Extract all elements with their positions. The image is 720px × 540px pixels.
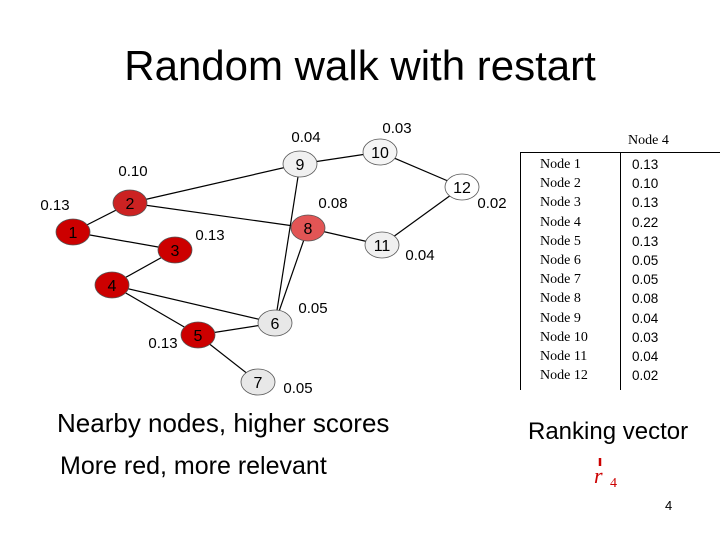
node-4-shape <box>94 271 130 299</box>
edge-2-9 <box>129 163 301 204</box>
table-row-name: Node 7 <box>540 272 581 288</box>
graph-scores: 0.13 0.10 0.13 0.13 0.05 0.05 0.08 0.04 0.03 0.04… <box>40 120 506 397</box>
node-10-label: 10 <box>371 145 389 162</box>
table-row-value: 0.22 <box>632 214 659 230</box>
node-5-label: 5 <box>194 328 203 345</box>
node-11-shape <box>364 231 400 259</box>
table-row-name: Node 9 <box>540 310 581 326</box>
table-row-name: Node 5 <box>540 233 581 249</box>
table-row-value: 0.03 <box>632 329 659 345</box>
table-row-name: Node 1 <box>540 157 581 172</box>
node-3-shape <box>157 236 193 264</box>
table-row-value: 0.02 <box>632 368 659 384</box>
node-8: 8 <box>290 214 326 242</box>
table-row-name: Node 4 <box>540 214 581 230</box>
node-8-shape <box>290 214 326 242</box>
table-row-value: 0.05 <box>632 253 659 269</box>
table-row-value: 0.13 <box>632 157 659 172</box>
node-1: 1 <box>55 218 91 246</box>
node-12-label: 12 <box>453 180 471 197</box>
node-11: 11 <box>364 231 400 259</box>
graph-edges <box>72 151 463 383</box>
page-number: 4 <box>665 498 673 513</box>
edge-8-6 <box>274 227 309 324</box>
table-row-name: Node 3 <box>540 195 581 211</box>
node-3: 3 <box>157 236 193 264</box>
table-row-name: Node 11 <box>540 349 588 365</box>
node-10-score: 0.03 <box>382 120 411 137</box>
table-divider-left <box>520 152 521 390</box>
node-name-column: Node 1 Node 2 Node 3 Node 4 Node 5 Node 6 Node… <box>540 155 588 385</box>
ranking-vector-subscript: 4 <box>610 476 617 491</box>
table-row-name: Node 6 <box>540 253 581 269</box>
node-10: 10 <box>362 138 398 166</box>
node-12: 12 <box>444 173 480 201</box>
table-row-name: Node 8 <box>540 291 581 307</box>
node-9-score: 0.04 <box>291 129 320 146</box>
node-5: 5 <box>180 321 216 349</box>
node-5-score: 0.13 <box>148 335 177 352</box>
table-row-name: Node 12 <box>540 368 588 384</box>
node-8-score: 0.08 <box>318 195 347 212</box>
table-divider-middle <box>620 152 621 390</box>
node-10-shape <box>362 138 398 166</box>
table-row-value: 0.04 <box>632 349 659 365</box>
caption-nearby: Nearby nodes, higher scores <box>57 408 390 438</box>
node-4: 4 <box>94 271 130 299</box>
ranking-vector-letter: r <box>594 463 603 488</box>
table-header: Node 4 <box>628 133 669 148</box>
node-4-label: 4 <box>108 278 117 295</box>
caption-more-red: More red, more relevant <box>60 452 327 480</box>
node-2-score: 0.10 <box>118 163 147 180</box>
table-row-value: 0.13 <box>632 233 659 249</box>
node-3-score: 0.13 <box>195 227 224 244</box>
edge-12-11 <box>381 186 463 246</box>
table-row-name: Node 2 <box>540 176 581 192</box>
edge-9-6 <box>274 163 301 324</box>
node-7-shape <box>240 368 276 396</box>
node-1-shape <box>55 218 91 246</box>
table-row-value: 0.08 <box>632 291 659 307</box>
node-7-score: 0.05 <box>283 380 312 397</box>
node-2-label: 2 <box>126 196 135 213</box>
edge-4-5 <box>111 284 199 336</box>
node-1-score: 0.13 <box>40 197 69 214</box>
node-2-shape <box>112 189 148 217</box>
edge-2-8 <box>129 202 309 229</box>
node-12-score: 0.02 <box>477 195 506 212</box>
node-11-label: 11 <box>374 238 391 255</box>
node-9: 9 <box>282 150 318 178</box>
node-value-column: 0.13 0.10 0.13 0.22 0.13 0.05 0.05 0.08 0.04 0.03… <box>632 155 658 385</box>
caption-ranking-vector: Ranking vector <box>528 418 689 445</box>
table-row-value: 0.13 <box>632 195 659 211</box>
table-row-value: 0.10 <box>632 176 659 192</box>
slide-title: Random walk with restart <box>124 42 596 89</box>
node-6-shape <box>257 309 293 337</box>
node-5-shape <box>180 321 216 349</box>
node-2: 2 <box>112 189 148 217</box>
node-9-shape <box>282 150 318 178</box>
node-11-score: 0.04 <box>405 247 434 264</box>
node-7: 7 <box>240 368 276 396</box>
node-1-label: 1 <box>69 225 78 242</box>
node-9-label: 9 <box>296 157 305 174</box>
node-6-score: 0.05 <box>298 300 327 317</box>
node-12-shape <box>444 173 480 201</box>
edge-4-6 <box>111 284 276 324</box>
node-6-label: 6 <box>271 316 280 333</box>
ranking-vector-symbol: r 4 <box>594 458 617 491</box>
table-row-value: 0.05 <box>632 272 659 288</box>
table-row-value: 0.04 <box>632 310 659 326</box>
node-3-label: 3 <box>171 243 180 260</box>
node-6: 6 <box>257 309 293 337</box>
node-7-label: 7 <box>254 375 263 392</box>
edge-1-3 <box>72 231 176 251</box>
node-8-label: 8 <box>304 221 313 238</box>
table-row-name: Node 10 <box>540 329 588 345</box>
